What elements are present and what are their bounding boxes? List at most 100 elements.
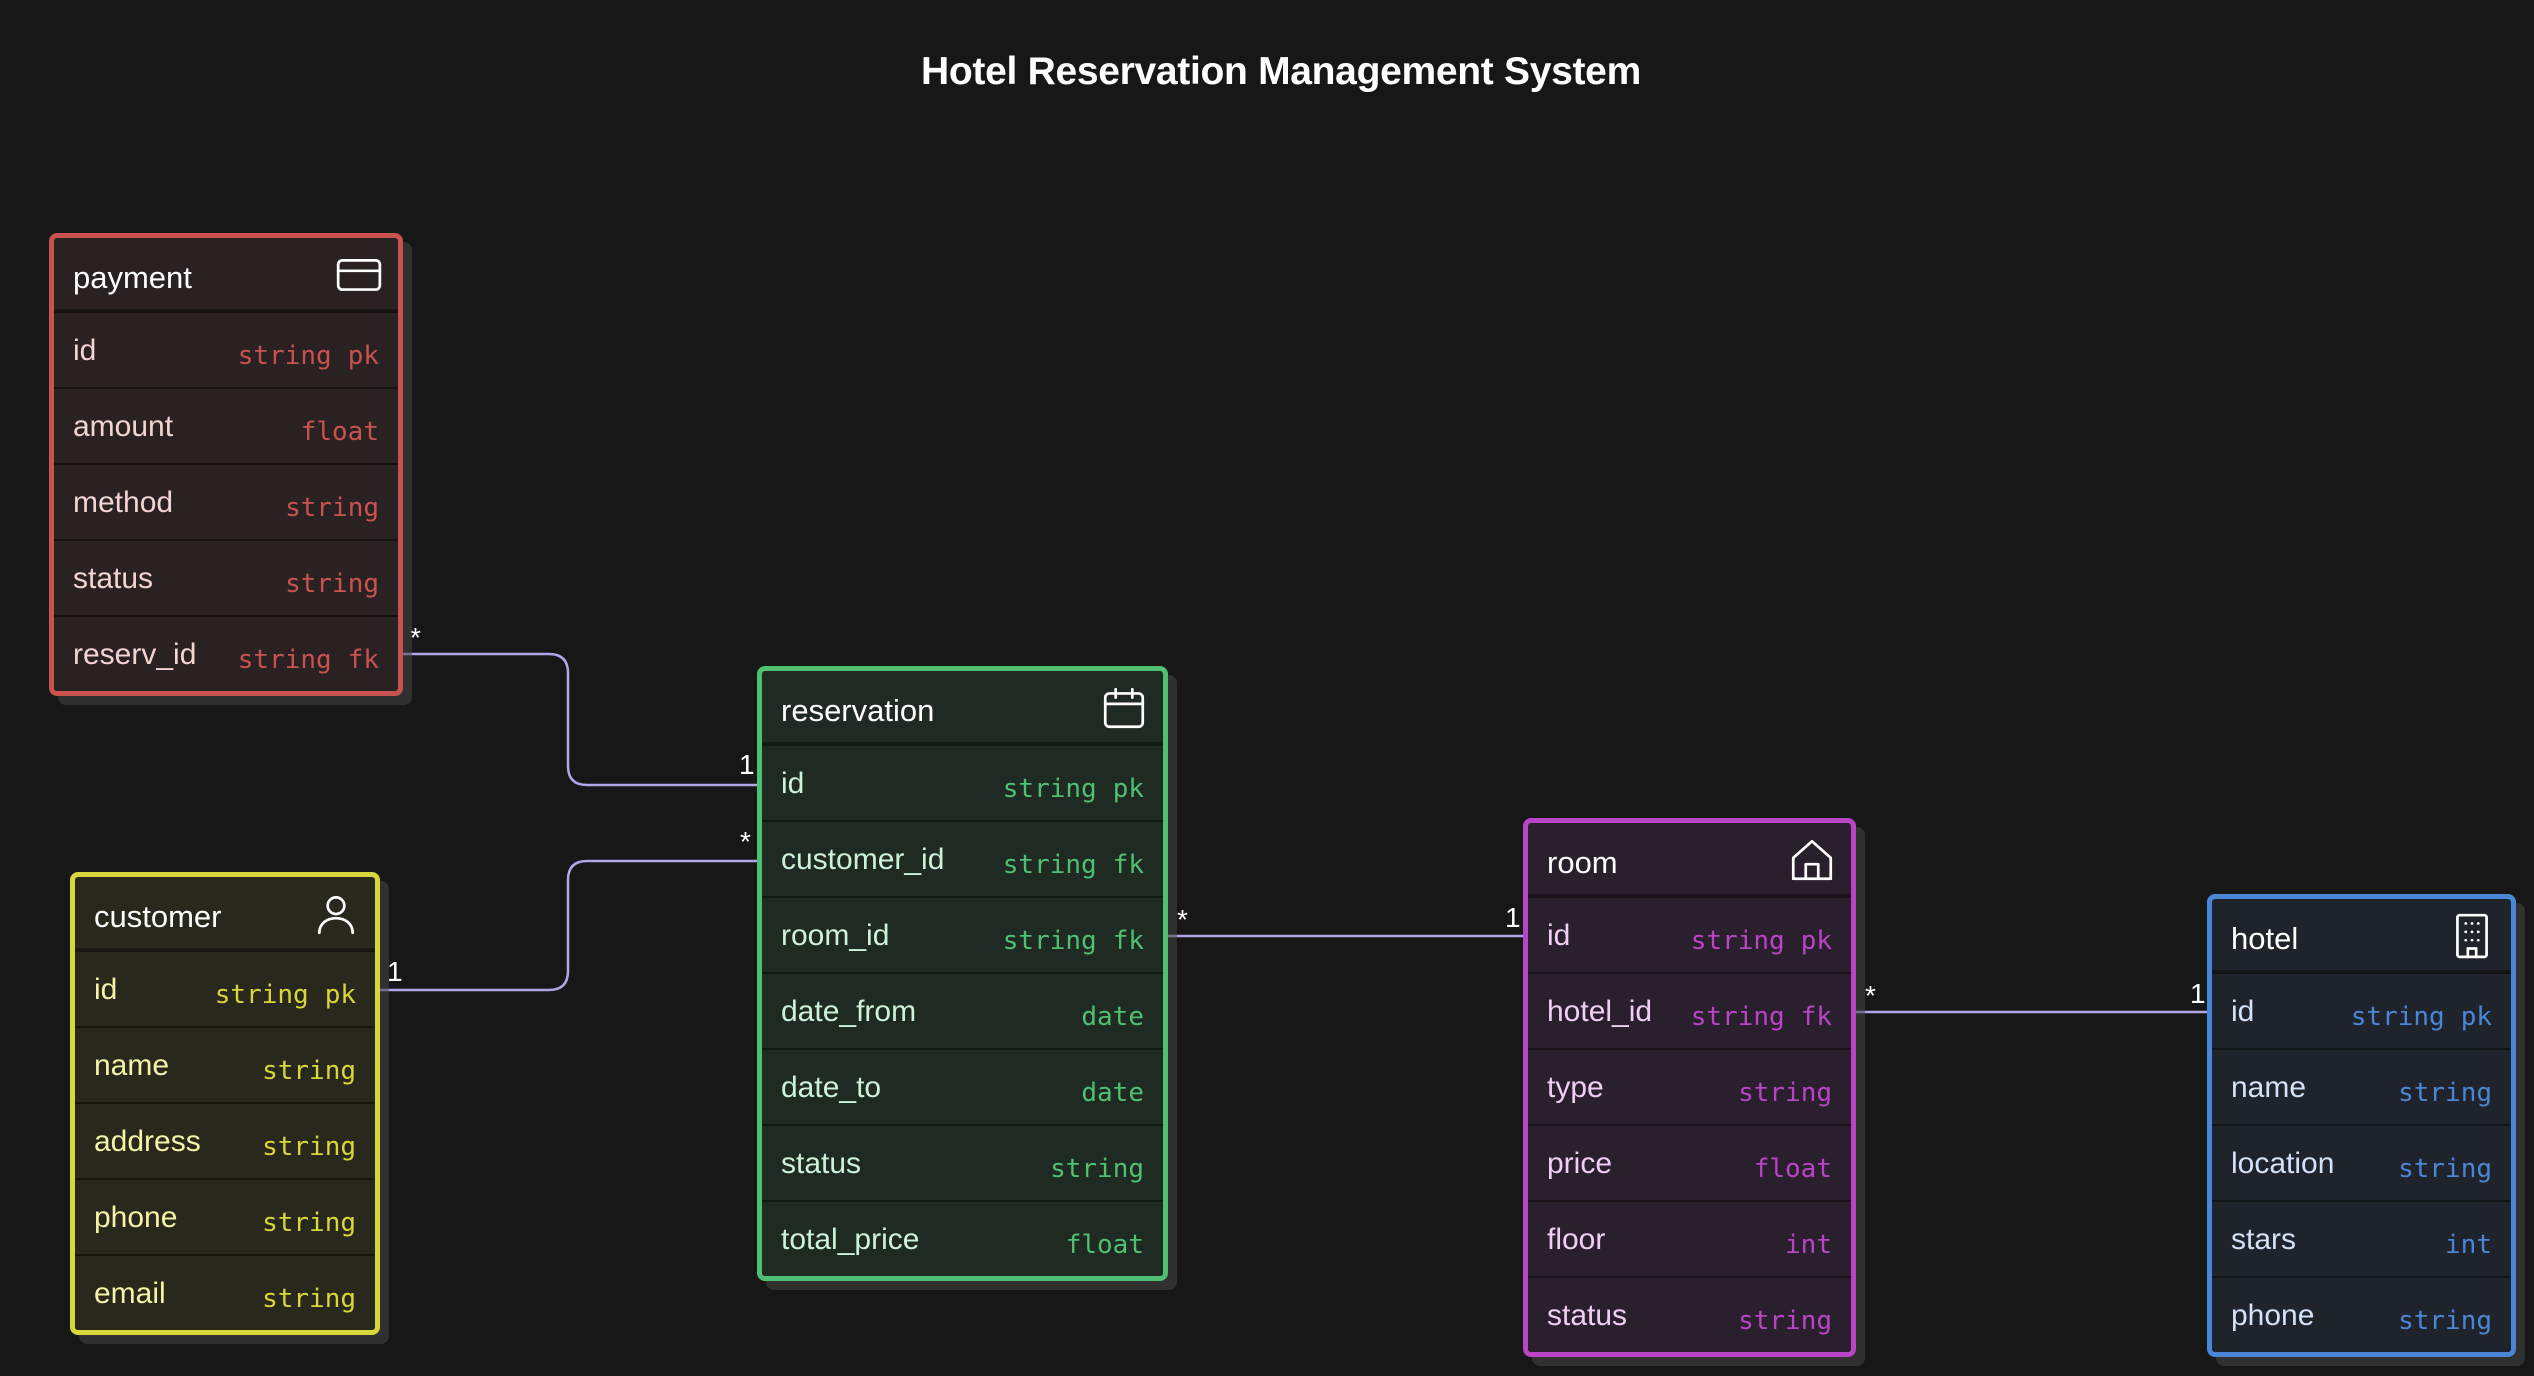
cardinality-room-one: 1 [1505,902,1521,933]
field-type: string fk [238,645,379,675]
field-name: reserv_id [73,638,197,671]
field-type-label: float [300,417,379,447]
cardinality-customer-one: 1 [387,956,403,987]
field-type: string pk [1691,926,1832,956]
field-type-label: string [262,1208,356,1238]
field-row[interactable]: reserv_id string fk [54,615,398,691]
field-row[interactable]: name string [2212,1048,2511,1124]
cardinality-reservation-many-a: * [740,826,751,857]
field-name: id [2231,995,2255,1028]
field-name: hotel_id [1547,995,1653,1028]
field-type: string [285,493,379,523]
edge-payment-reservation[interactable] [395,652,764,787]
edge-customer-reservation[interactable] [372,859,764,992]
field-type-label: string [2398,1154,2492,1184]
field-key-badge: pk [347,341,379,371]
calendar-icon [1103,687,1145,729]
field-type-label: string [1002,774,1097,804]
field-name: status [781,1147,862,1180]
field-type-label: string [1690,926,1785,956]
field-type-label: int [2445,1230,2492,1260]
field-name: phone [94,1201,178,1234]
field-row[interactable]: phone string [75,1178,375,1254]
field-row[interactable]: amount float [54,387,398,463]
field-row[interactable]: date_from date [762,972,1163,1048]
field-type: float [1754,1154,1832,1184]
cardinality-reservation-one-a: 1 [739,749,755,780]
field-type-label: string [1738,1078,1832,1108]
field-type-label: date [1081,1002,1144,1032]
field-type-label: string [2398,1306,2492,1336]
field-row[interactable]: status string [1528,1276,1851,1352]
field-name: id [1547,919,1571,952]
field-name: address [94,1125,201,1158]
field-name: floor [1547,1223,1606,1256]
field-name: room_id [781,919,890,952]
field-key-badge: fk [347,645,379,675]
field-row[interactable]: type string [1528,1048,1851,1124]
cardinality-hotel-one: 1 [2190,978,2206,1009]
field-row[interactable]: id string pk [1528,896,1851,972]
field-row[interactable]: method string [54,463,398,539]
field-name: id [73,334,97,367]
field-type: string [2398,1078,2492,1108]
field-row[interactable]: hotel_id string fk [1528,972,1851,1048]
field-type: string [1738,1306,1832,1336]
field-type: string pk [1003,774,1144,804]
field-name: id [781,767,805,800]
field-row[interactable]: status string [762,1124,1163,1200]
field-row[interactable]: id string pk [762,744,1163,820]
field-name: name [2231,1071,2307,1104]
field-name: date_to [781,1071,882,1104]
field-type-label: string [1738,1306,1832,1336]
entity-title: hotel [2231,921,2299,956]
field-type: string [262,1284,356,1314]
field-key-badge: pk [1112,774,1144,804]
entity-header: payment [54,238,398,311]
user-icon [317,895,355,935]
field-name: email [94,1277,166,1310]
field-type-label: string [1050,1154,1144,1184]
field-name: date_from [781,995,917,1028]
field-row[interactable]: email string [75,1254,375,1330]
field-name: method [73,486,174,519]
field-key-badge: pk [1800,926,1832,956]
field-type: string fk [1691,1002,1832,1032]
field-type-label: string [1690,1002,1785,1032]
field-type-label: string [237,645,332,675]
field-type: string [1738,1078,1832,1108]
field-type: float [1066,1230,1144,1260]
cardinality-payment-many: * [410,622,421,653]
field-type: string [285,569,379,599]
field-type-label: float [1753,1154,1832,1184]
entity-title: reservation [781,693,935,728]
field-key-badge: fk [1800,1002,1832,1032]
field-name: amount [73,410,174,443]
field-name: type [1547,1071,1604,1104]
field-name: status [1547,1299,1628,1332]
entity-header: room [1528,823,1851,896]
field-key-badge: fk [1112,926,1144,956]
field-type: string [1050,1154,1144,1184]
